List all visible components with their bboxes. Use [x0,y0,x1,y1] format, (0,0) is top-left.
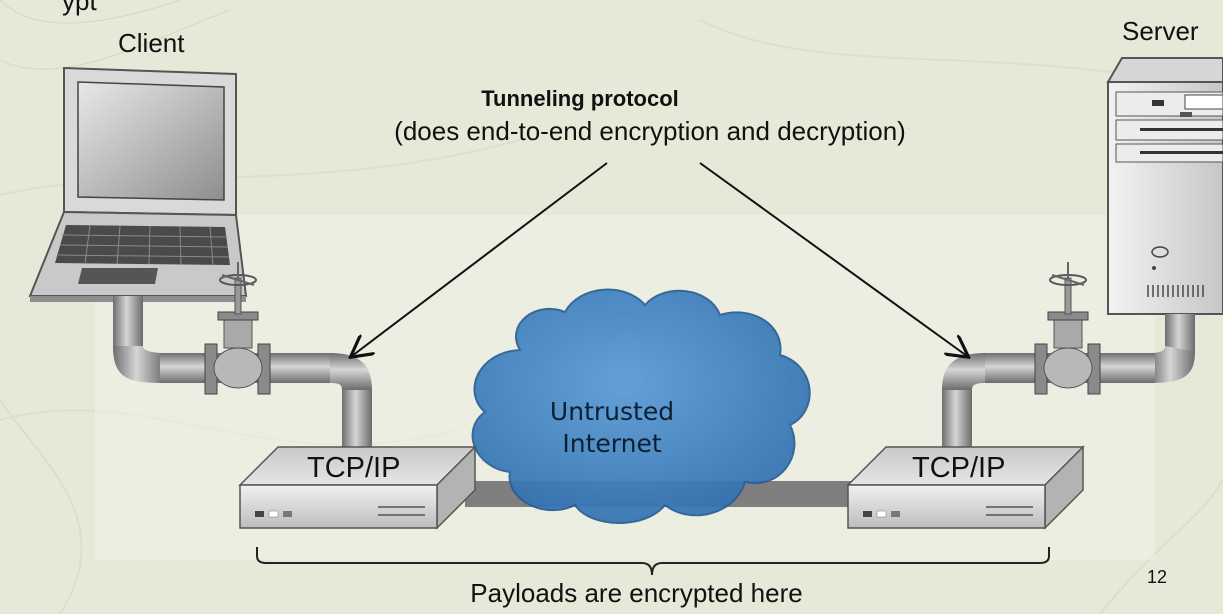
page-number: 12 [1147,567,1168,587]
arrow-to-right-pipe [699,162,967,356]
server-label: Server [1122,16,1199,46]
cloud-label: Untrusted Internet [512,396,712,460]
tunnel-title: Tunneling protocol [481,86,679,111]
tunnel-subtitle: (does end-to-end encryption and decrypti… [394,116,906,146]
internet-cloud [471,288,811,524]
right-valve-icon [1034,262,1101,395]
right-router-icon [846,445,1085,530]
cloud-label-line1: Untrusted [549,397,675,426]
payload-bracket [256,547,1050,576]
left-router-label: TCP/IP [307,452,401,484]
right-tunnel-pipe [942,262,1195,452]
cloud-label-line2: Internet [562,429,662,458]
left-tunnel-pipe [113,262,372,452]
slide-title-fragment: ypt [62,0,97,16]
left-router-icon [238,445,477,530]
laptop-icon [28,66,248,302]
payload-caption: Payloads are encrypted here [470,578,803,608]
left-valve-icon [204,262,271,395]
client-label: Client [118,28,185,58]
arrow-to-left-pipe [352,162,608,356]
right-router-label: TCP/IP [912,452,1006,484]
